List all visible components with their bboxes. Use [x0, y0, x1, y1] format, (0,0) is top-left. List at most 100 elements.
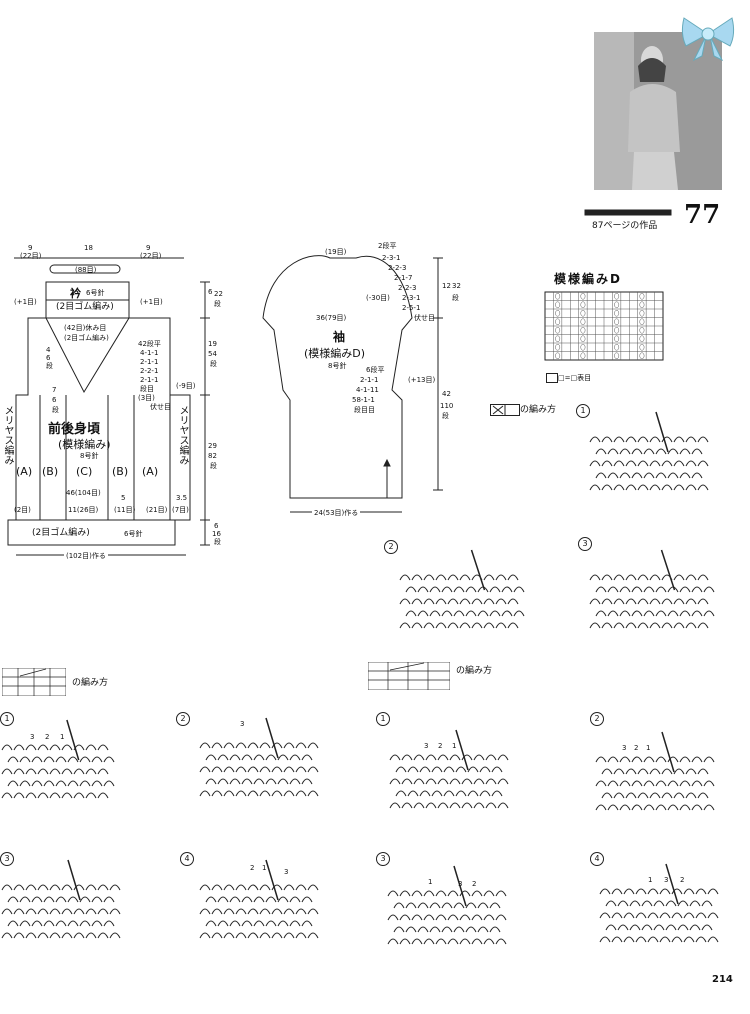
sleeve-needle: 8号針: [328, 362, 347, 370]
width-right: 9: [146, 244, 151, 252]
neck-dec-5: 段目: [140, 385, 154, 393]
swatch-b-1: [389, 729, 509, 809]
neck-dec-6: (3目): [138, 394, 155, 402]
panel-a-left: (A): [16, 465, 33, 478]
step-3-b: 3: [0, 852, 14, 866]
num-b1-2: 1: [452, 742, 457, 750]
neck-dec-3: 2-2-1: [140, 367, 159, 375]
swatch-a-1: [1, 719, 115, 799]
cap-dec-3: 2-1-7: [394, 274, 413, 282]
panel-b-right: (B): [112, 465, 129, 478]
pattern-d-legend: □=□表目: [558, 374, 592, 382]
right-dim-4: 54: [208, 350, 217, 358]
cap-dec-8: 伏せ目: [414, 314, 435, 322]
num-b3-0: 1: [428, 878, 433, 886]
num-b4-0: 1: [648, 876, 653, 884]
swatch-b-3: [387, 865, 507, 945]
sleeve-width: 36(79目): [316, 314, 347, 322]
cap-dec-4: 2-2-3: [398, 284, 417, 292]
cable-symbol-right: [490, 404, 520, 416]
right-dim-2: 段: [214, 300, 221, 308]
right-dim-9: 段: [210, 462, 217, 470]
neck-dec-1: 4-1-1: [140, 349, 159, 357]
right-dim-10: 3.5: [176, 494, 188, 502]
num-b1-1: 2: [438, 742, 443, 750]
num-b4-2: 2: [680, 876, 685, 884]
swatch-right-cross-1: [589, 411, 709, 491]
neck-dec-0: 42段平: [138, 340, 161, 348]
sub-width-4: (21目): [146, 506, 168, 514]
num-b4-1: 3: [664, 876, 669, 884]
rib-label: (2目ゴム編み): [32, 528, 90, 538]
width-center: 18: [84, 244, 93, 252]
cap-dec-7: 2-5-1: [402, 304, 421, 312]
inc-count: (+13目): [408, 376, 436, 384]
page-number: 214: [712, 974, 733, 985]
cap-dec-2: 2-2-3: [388, 264, 407, 272]
inc-0: 6段平: [366, 366, 385, 374]
swatch-a-3: [1, 859, 121, 939]
rest-note: (42目)休み目: [64, 324, 107, 332]
step-3-c: 3: [376, 852, 390, 866]
cable-right-title: の編み方: [520, 405, 557, 415]
inc-3: 58-1-1: [352, 396, 375, 404]
pattern-number: 77: [684, 200, 721, 230]
sub-width-1: 11(26目): [68, 506, 99, 514]
num-b1-0: 3: [424, 742, 429, 750]
length-1: 110: [440, 402, 454, 410]
sleeve-title: 袖: [333, 330, 346, 344]
left-dim-5: 段: [52, 406, 59, 414]
width-right-count: (22目): [140, 252, 162, 260]
num-a4-2: 3: [284, 868, 289, 876]
num-b3-2: 2: [472, 880, 477, 888]
plus-one-right: (+1目): [140, 298, 163, 306]
left-dim-4: 6: [52, 396, 57, 404]
body-needle: 8号針: [80, 452, 99, 460]
side-label-right: メリヤス編み: [177, 405, 188, 465]
right-dim-7: 29: [208, 442, 217, 450]
right-dim-6: (-9目): [176, 382, 196, 390]
panel-b-left: (B): [42, 465, 59, 478]
step-1-a: 1: [576, 404, 590, 418]
model-photo: [594, 32, 722, 190]
body-stitch: (模様編み): [58, 438, 111, 451]
cap-dec-5: 2-3-1: [402, 294, 421, 302]
right-dim-13: 段: [214, 538, 221, 546]
sleeve-top-count: (19目): [325, 248, 347, 256]
sub-width-5: (7目): [172, 506, 189, 514]
sub-width-3: (11目): [114, 506, 136, 514]
step-4-b: 4: [180, 852, 194, 866]
step-2-b: 2: [176, 712, 190, 726]
num-a1-2: 1: [60, 733, 65, 741]
step-1-c: 1: [376, 712, 390, 726]
swatch-b-4: [599, 863, 719, 943]
step-2-a: 2: [384, 540, 398, 554]
plus-one-left: (+1目): [14, 298, 37, 306]
step-2-c: 2: [590, 712, 604, 726]
cap-height-1: 32: [452, 282, 461, 290]
legend-box: [546, 373, 558, 383]
ribbon-logo: [676, 10, 740, 62]
collar-stitch: (2目ゴム編み): [56, 302, 114, 312]
cap-dec-1: 2-3-1: [382, 254, 401, 262]
step-1-b: 1: [0, 712, 14, 726]
chart-symbol-right: [368, 662, 450, 690]
width-left-count: (22目): [20, 252, 42, 260]
num-a4-0: 2: [250, 864, 255, 872]
step-4-c: 4: [590, 852, 604, 866]
swatch-right-cross-3: [589, 549, 715, 629]
body-title: 前後身頃: [48, 422, 101, 437]
num-a1-0: 3: [30, 733, 35, 741]
cap-height-2: 段: [452, 294, 459, 302]
num-b3-1: 3: [458, 880, 463, 888]
swatch-a-2: [199, 717, 319, 797]
right-dim-3: 19: [208, 340, 217, 348]
cap-height-0: 12: [442, 282, 451, 290]
width-center-count: (88目): [75, 266, 97, 274]
neck-dec-4: 2-1-1: [140, 376, 159, 384]
rib-needle: 6号針: [124, 530, 143, 538]
sub-width-0: (2目): [14, 506, 31, 514]
swatch-right-cross-2: [399, 549, 525, 629]
swatch-a-4: [199, 859, 319, 939]
bottom-total: (102目)作る: [64, 552, 108, 560]
